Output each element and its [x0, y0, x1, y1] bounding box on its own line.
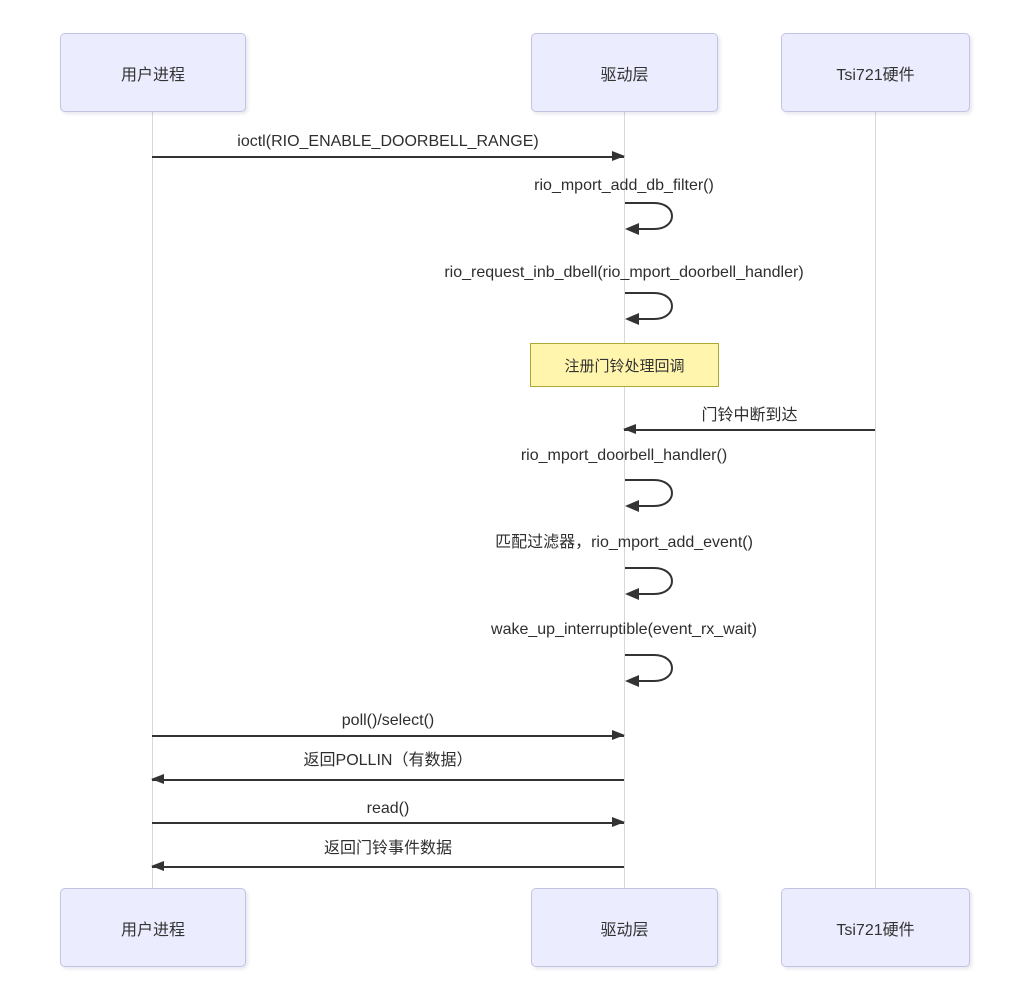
message-label-wake-up: wake_up_interruptible(event_rx_wait): [491, 621, 757, 638]
message-label-return-pollin: 返回POLLIN（有数据）: [303, 752, 473, 769]
message-arrow-read: [152, 817, 625, 827]
actor-hw-label: Tsi721硬件: [836, 66, 915, 84]
message-label-doorbell-interrupt: 门铃中断到达: [701, 407, 798, 424]
actor-user-label-bottom: 用户进程: [120, 921, 185, 939]
message-arrow-return-pollin: [151, 774, 624, 784]
message-arrow-doorbell-interrupt: [623, 424, 875, 434]
message-label-add-event: 匹配过滤器，rio_mport_add_event(): [495, 534, 753, 551]
actor-driver-label-bottom: 驱动层: [600, 921, 649, 939]
actor-driver-label: 驱动层: [600, 66, 649, 84]
actor-hw-bottom: Tsi721硬件: [781, 888, 970, 967]
message-arrow-ioctl: [152, 151, 625, 161]
message-arrow-poll-select: [152, 730, 625, 740]
message-arrow-return-doorbell-data: [151, 861, 624, 871]
note-label: 注册门铃处理回调: [564, 357, 685, 375]
lifeline-user: [152, 112, 153, 888]
self-loop-arrow-doorbell-handler: [625, 479, 673, 512]
actor-user-top: 用户进程: [60, 33, 246, 112]
self-loop-arrow-add-event: [625, 567, 673, 600]
message-label-request-inb-dbell: rio_request_inb_dbell(rio_mport_doorbell…: [444, 264, 804, 281]
message-label-poll-select: poll()/select(): [341, 712, 435, 729]
self-loop-arrow-add-db-filter: [625, 202, 673, 235]
self-loop-arrow-wake-up: [625, 654, 673, 687]
actor-user-bottom: 用户进程: [60, 888, 246, 967]
message-label-add-db-filter: rio_mport_add_db_filter(): [534, 177, 714, 194]
note-register-doorbell-callback: 注册门铃处理回调: [530, 343, 719, 387]
actor-driver-bottom: 驱动层: [531, 888, 718, 967]
actor-hw-top: Tsi721硬件: [781, 33, 970, 112]
actor-hw-label-bottom: Tsi721硬件: [836, 921, 915, 939]
lifeline-driver: [624, 112, 625, 888]
lifeline-hw: [875, 112, 876, 888]
message-label-read: read(): [366, 800, 410, 817]
actor-user-label: 用户进程: [120, 66, 185, 84]
message-label-return-doorbell-data: 返回门铃事件数据: [323, 840, 452, 857]
self-loop-arrow-request-inb-dbell: [625, 292, 673, 325]
message-label-ioctl: ioctl(RIO_ENABLE_DOORBELL_RANGE): [237, 133, 539, 150]
message-label-doorbell-handler: rio_mport_doorbell_handler(): [520, 447, 728, 464]
actor-driver-top: 驱动层: [531, 33, 718, 112]
